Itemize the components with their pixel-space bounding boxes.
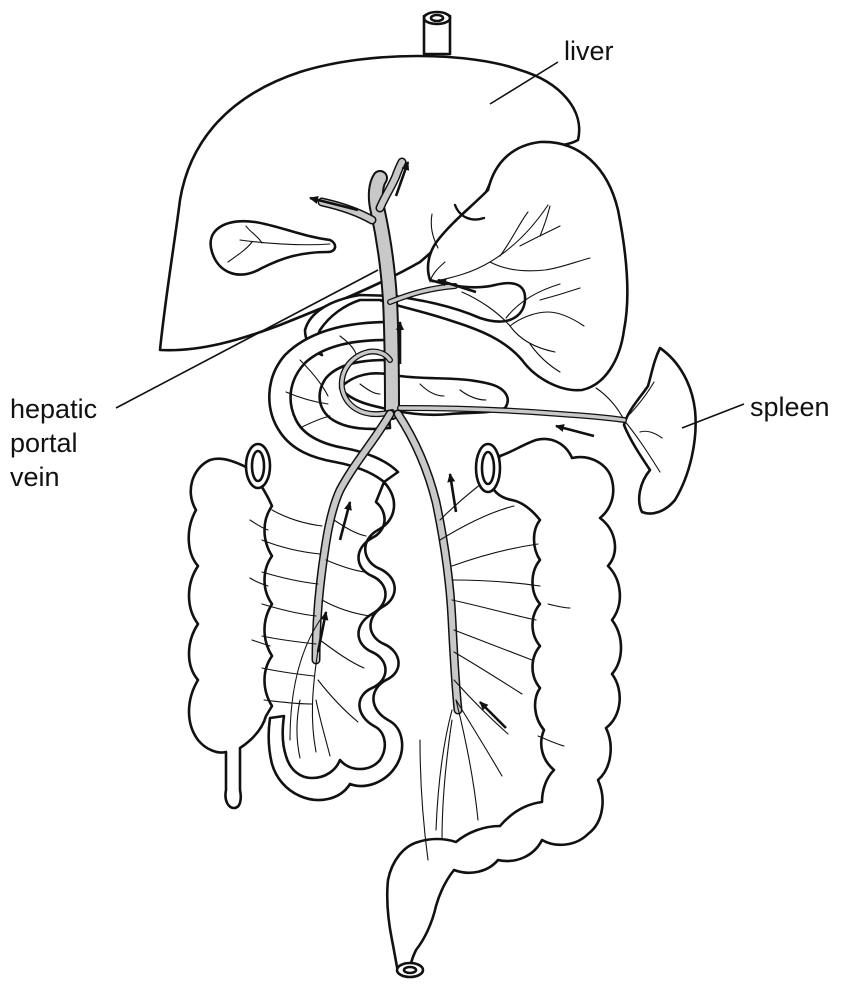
ascending-colon xyxy=(189,459,272,808)
ascending-colon-opening xyxy=(246,444,270,488)
hepatic-portal-vein-label-line-1: hepatic xyxy=(10,392,97,426)
spleen xyxy=(624,348,696,514)
arrow-spleen xyxy=(556,426,594,436)
liver-label: liver xyxy=(564,34,614,68)
rectum-opening xyxy=(397,963,423,977)
vena-cava xyxy=(424,12,450,54)
hepatic-portal-vein-label-line-2: portal xyxy=(10,426,97,460)
arrow-small-intestine-upper xyxy=(340,502,350,540)
spleen-label: spleen xyxy=(750,390,830,424)
descending-colon-opening xyxy=(476,444,500,492)
arrow-colon-lower xyxy=(480,702,506,728)
hepatic-portal-vein-label-line-3: vein xyxy=(10,460,97,494)
hepatic-portal-vein-label: hepatic portal vein xyxy=(10,392,97,494)
descending-colon xyxy=(387,439,621,972)
arrow-colon-upper xyxy=(450,474,456,512)
